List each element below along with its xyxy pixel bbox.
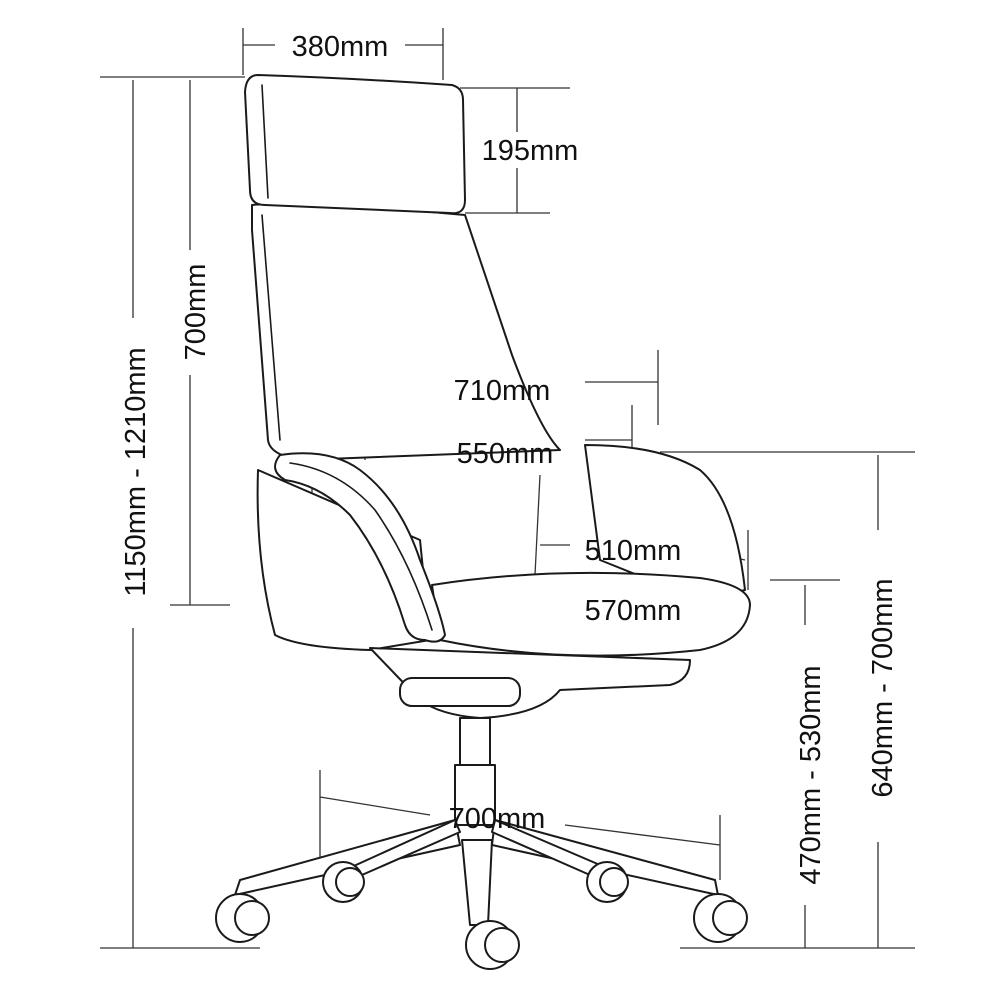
- seat-height-label: 470mm - 530mm: [795, 665, 827, 884]
- lever: [399, 677, 521, 707]
- seat-depth-label: 570mm: [585, 595, 682, 627]
- outer-shell: [256, 469, 431, 651]
- seat-width-label: 510mm: [585, 535, 682, 567]
- base-leg: [461, 839, 493, 926]
- headrest: [244, 74, 466, 215]
- right-armrest: [584, 444, 746, 601]
- arm-height-label: 640mm - 700mm: [867, 578, 899, 797]
- headrest-height-label: 195mm: [482, 135, 579, 167]
- chair-outline: [215, 74, 751, 970]
- overall-height-label: 1150mm - 1210mm: [120, 347, 152, 596]
- casters: [215, 861, 748, 970]
- arm-outer-width-label: 710mm: [454, 375, 551, 407]
- gas-column: [459, 717, 491, 769]
- left-armrest: [274, 452, 446, 643]
- headrest-width-label: 380mm: [292, 31, 389, 63]
- backrest-height-label: 700mm: [180, 264, 212, 361]
- base-diameter-label: 700mm: [449, 803, 546, 835]
- backrest: [251, 202, 561, 461]
- dimension-labels: 380mm 195mm 700mm 1150mm - 1210mm 710mm …: [120, 31, 899, 885]
- arm-inner-width-label: 550mm: [457, 438, 554, 470]
